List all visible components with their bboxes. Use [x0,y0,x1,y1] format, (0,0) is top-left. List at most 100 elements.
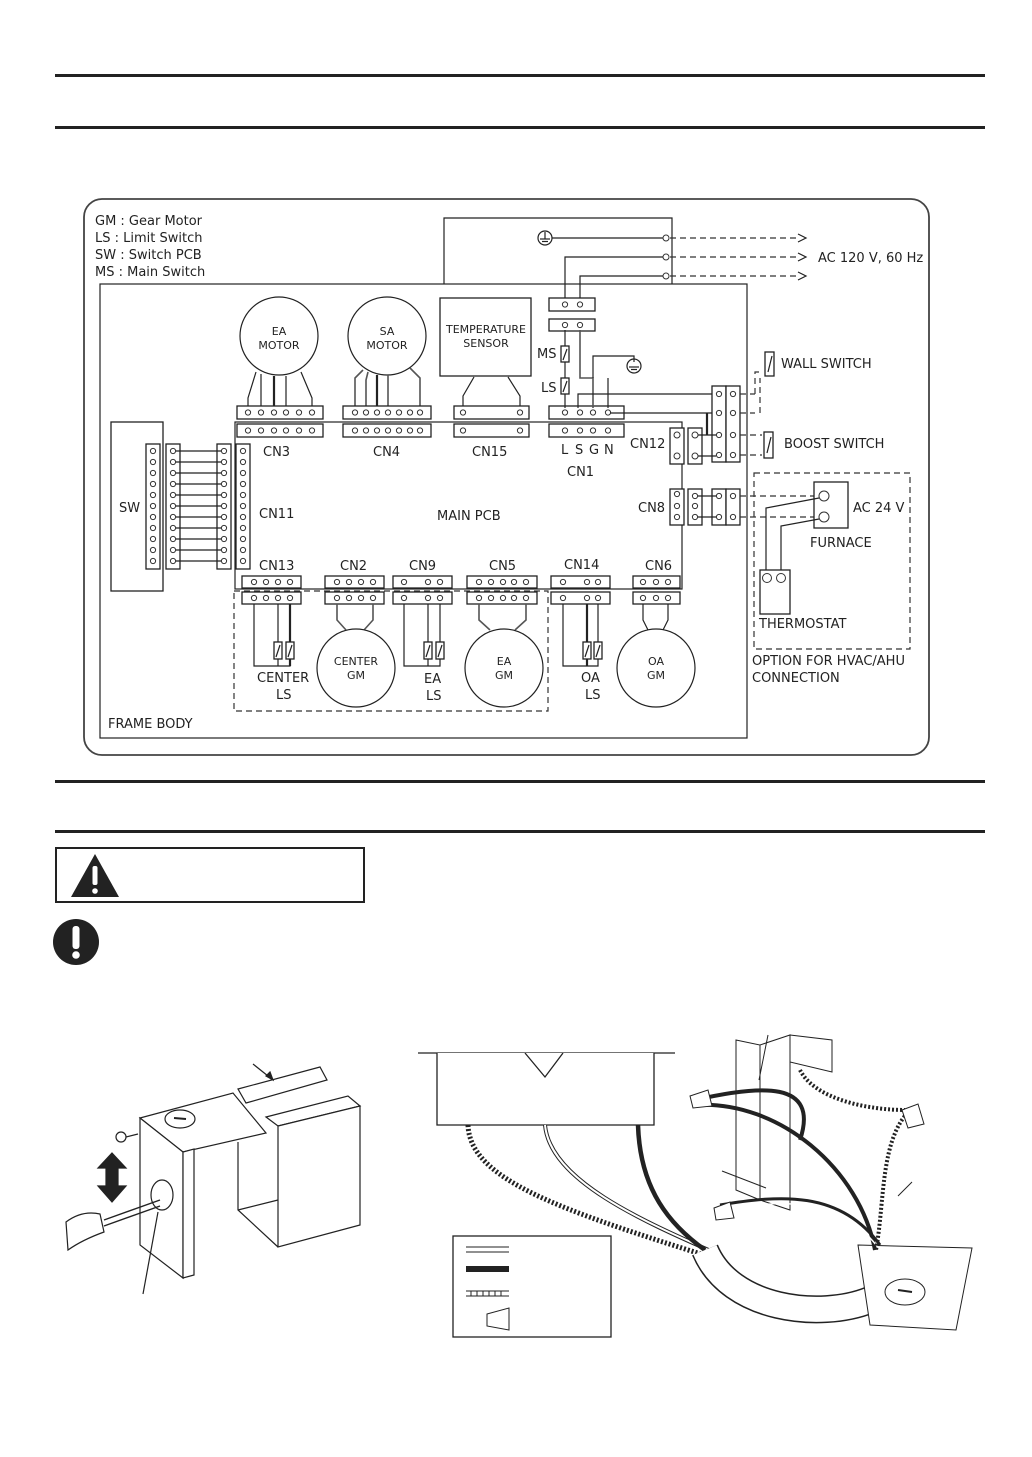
cn14-label: CN14 [564,558,599,573]
main-switch-plug [548,318,596,332]
sa-motor-label-1: SA [380,325,395,338]
ea-gm-label-2: GM [495,669,513,682]
connector-pin [239,557,247,565]
frame-body [99,283,748,739]
connector-pin [715,390,723,398]
wire-nut-1 [689,1089,713,1109]
ea-gm-label-1: EA [497,655,512,668]
cn12-plug [687,427,703,465]
connector-pin [333,594,341,602]
ground-icon-pcb [626,358,642,374]
ls-label: LS [541,381,557,396]
connector-pin [169,524,177,532]
connector-pin [715,409,723,417]
legend-ls: LS : Limit Switch [95,231,202,246]
connector-pin [729,409,737,417]
temperature-sensor [439,297,532,377]
connector-pin [373,409,381,416]
connector-pin [220,447,228,455]
wiring-diagram: GM : Gear Motor LS : Limit Switch SW : S… [83,198,930,756]
connector-pin [286,594,294,602]
connector-pin [639,578,647,586]
section-rule-top-2 [55,126,985,129]
center-ls-label-1: CENTER [257,671,309,686]
junction-terminal-b [725,385,741,463]
ea-motor-label-1: EA [272,325,287,338]
oa-gm-label-2: GM [647,669,665,682]
connector-pin [149,447,157,455]
connector-pin [516,427,524,434]
connector-pin [510,594,518,602]
cn4-label: CN4 [373,445,400,460]
connector-pin [652,594,660,602]
cn15-connector [453,423,530,438]
connector-pin [270,427,278,434]
connector-pin [664,594,672,602]
connector-pin [395,409,403,416]
connector-pin [149,469,157,477]
temp-sensor-label-1: TEMPERATURE [445,323,526,336]
cn6-label: CN6 [645,559,672,574]
center-gm-label-2: GM [347,669,365,682]
cn11-label: CN11 [259,507,294,522]
wall-switch-label: WALL SWITCH [781,357,872,372]
connector-pin [250,594,258,602]
connector-pin [295,427,303,434]
connector-pin [362,409,370,416]
connector-pin [308,427,316,434]
connector-pin [604,409,612,416]
connector-pin [257,427,265,434]
connector-pin [373,427,381,434]
connector-pin [459,409,467,416]
cn15-plug [453,405,530,420]
cn3-plug [236,405,324,420]
connector-pin [652,578,660,586]
connector-pin [308,409,316,416]
cn2-connector [324,575,385,589]
furnace-label: FURNACE [810,536,872,551]
cn3-connector [236,423,324,438]
cn2-plug [324,591,385,605]
connector-pin [384,409,392,416]
wire-connection-illustration [418,1034,973,1331]
connector-pin [400,578,408,586]
connector-pin [715,451,723,459]
cn9-plug [392,591,453,605]
connector-pin [436,578,444,586]
center-gm-label-1: CENTER [334,655,379,668]
connector-pin [561,321,569,329]
cn14-connector [550,575,611,589]
connector-pin [576,301,584,308]
connector-pin [169,557,177,565]
boost-switch-label: BOOST SWITCH [784,437,884,452]
connector-pin [459,427,467,434]
connector-pin [516,409,524,416]
furnace [813,481,849,529]
connector-pin [357,594,365,602]
wire-nut-2 [713,1201,735,1221]
connector-pin [169,535,177,543]
cn1-connector [548,423,625,438]
connector-pin [583,578,591,586]
warning-triangle-icon [71,854,119,897]
cn12-connector [669,427,685,465]
connector-pin [220,502,228,510]
connector-pin [149,524,157,532]
connector-pin [169,469,177,477]
connector-pin [220,524,228,532]
connector-pin [274,594,282,602]
connector-pin [257,409,265,416]
power-input-plug [548,297,596,312]
connector-pin [239,546,247,554]
connector-pin [169,458,177,466]
connector-pin [436,594,444,602]
connector-pin [239,480,247,488]
connector-pin [345,578,353,586]
frame-body-label: FRAME BODY [108,717,193,732]
cn12-label: CN12 [630,437,665,452]
connector-pin [561,301,569,308]
connector-pin [169,502,177,510]
connector-pin [149,557,157,565]
ea-motor-label-2: MOTOR [258,339,300,352]
cn2-label: CN2 [340,559,367,574]
